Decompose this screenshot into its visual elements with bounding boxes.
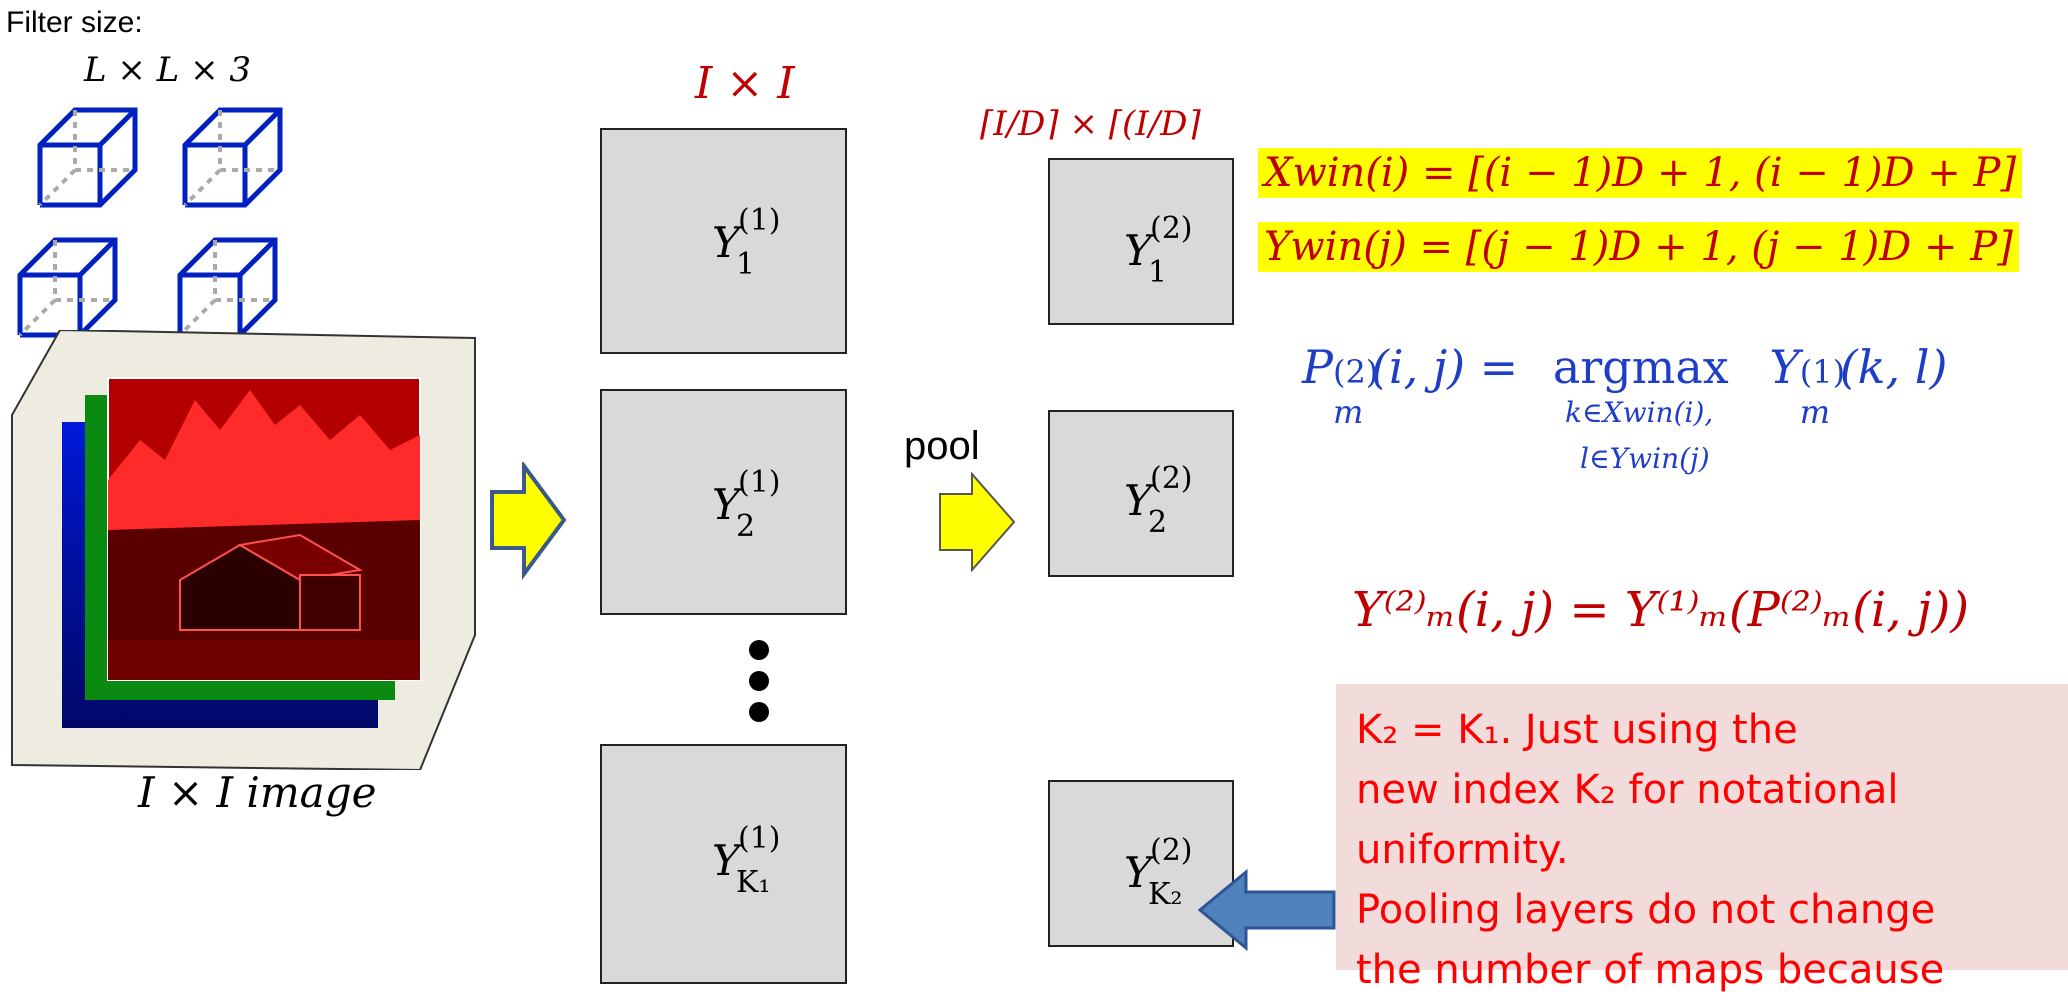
note-line-3: uniformity. <box>1356 820 1944 880</box>
xwin-equation: Xwin(i) = [(i − 1)D + 1, (i − 1)D + P] <box>1258 148 2022 198</box>
note-line-5: the number of maps because <box>1356 940 1944 1000</box>
conv-map-2-label: Y (1) 2 <box>712 484 740 526</box>
blue-arrow-icon <box>1196 868 1338 952</box>
conv-map-k1-label: Y (1) K₁ <box>712 840 740 882</box>
argmax-lhs: P <box>1302 340 1333 394</box>
pool-layer-size-label: ⌈I/D⌉ × ⌈(I/D⌉ <box>980 104 1201 144</box>
filter-cube-icon <box>20 110 280 335</box>
argmax-condition-2: l∈Ywin(j) <box>1580 442 1710 475</box>
pool-map-k2-label: Y (2) K₂ <box>1124 852 1152 894</box>
ellipsis-dots <box>744 636 774 726</box>
note-line-1: K₂ = K₁. Just using the <box>1356 700 1944 760</box>
conv-map-1-label: Y (1) 1 <box>712 222 740 264</box>
argmax-rhs: Y <box>1769 340 1799 394</box>
yellow-arrow-icon <box>488 462 568 582</box>
note-line-4: Pooling layers do not change <box>1356 880 1944 940</box>
note-text: K₂ = K₁. Just using the new index K₂ for… <box>1356 700 1944 1000</box>
argmax-operator: argmax <box>1553 340 1729 394</box>
argmax-condition-1: k∈Xwin(i), <box>1565 396 1713 429</box>
note-line-2: new index K₂ for notational <box>1356 760 1944 820</box>
filter-cubes <box>0 0 320 350</box>
image-caption: I × I image <box>138 768 376 817</box>
pool-arrow-icon <box>938 472 1018 572</box>
pool-label: pool <box>904 424 980 469</box>
pool-map-2-label: Y (2) 2 <box>1124 480 1152 522</box>
ywin-equation: Ywin(j) = [(j − 1)D + 1, (j − 1)D + P] <box>1258 222 2019 272</box>
argmax-equation: P (2) m (i, j) = argmax Y (1) m (k, l) <box>1302 340 1947 394</box>
input-image <box>0 330 490 770</box>
conv-layer-size-label: I × I <box>695 58 795 109</box>
pool-map-1-label: Y (2) 1 <box>1124 230 1152 272</box>
pool-output-equation: Y⁽²⁾ₘ(i, j) = Y⁽¹⁾ₘ(P⁽²⁾ₘ(i, j)) <box>1352 582 1969 638</box>
